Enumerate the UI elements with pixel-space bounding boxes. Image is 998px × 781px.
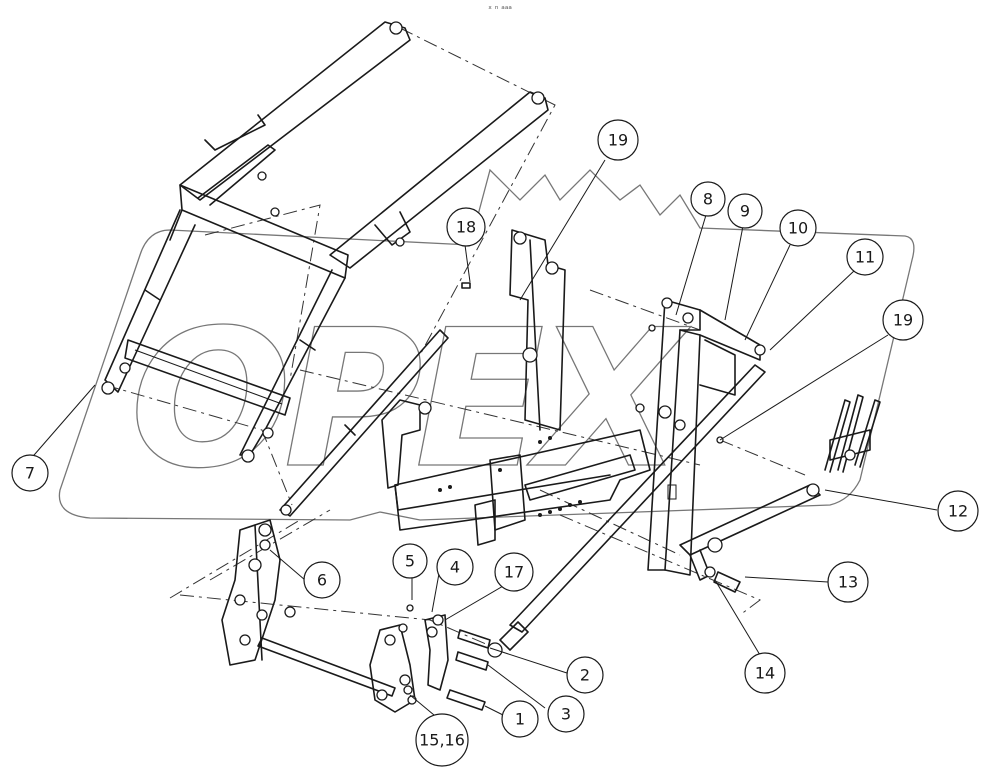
callout-18: 18 — [446, 207, 486, 247]
callout-11-label: 11 — [855, 248, 875, 267]
callout-13-label: 13 — [838, 573, 858, 592]
part-bolt-13 — [704, 566, 741, 593]
callout-8: 8 — [690, 181, 726, 217]
part-boom-frame — [101, 21, 549, 463]
callout-19-top-label: 19 — [608, 131, 628, 150]
watermark: OPEX — [58, 168, 915, 521]
callout-3: 3 — [547, 695, 585, 733]
callout-19-right-label: 19 — [893, 311, 913, 330]
assembly-centerlines — [104, 27, 806, 651]
callout-2: 2 — [566, 656, 604, 694]
callout-6-label: 6 — [317, 571, 327, 590]
callout-4: 4 — [436, 548, 474, 586]
callout-10-label: 10 — [788, 219, 808, 238]
callout-4-label: 4 — [450, 558, 460, 577]
top-mark: ˣ ⁿ ᵃᵃᵃ — [488, 5, 512, 15]
callout-3-label: 3 — [561, 705, 571, 724]
leader-lines — [27, 159, 938, 721]
part-link-bracket-6 — [221, 519, 396, 697]
callout-12-label: 12 — [948, 502, 968, 521]
callout-6: 6 — [303, 561, 341, 599]
callout-15-16: 15,16 — [415, 713, 469, 767]
part-mount-post — [635, 297, 766, 576]
callout-17: 17 — [494, 552, 534, 592]
callout-8-label: 8 — [703, 190, 713, 209]
watermark-text: OPEX — [130, 289, 692, 510]
part-left-cylinder — [279, 329, 449, 517]
callout-2-label: 2 — [580, 666, 590, 685]
callout-19-right: 19 — [882, 299, 924, 341]
callout-18-label: 18 — [456, 218, 476, 237]
part-subframe — [381, 229, 651, 546]
callout-9: 9 — [727, 193, 763, 229]
callout-10: 10 — [779, 209, 817, 247]
callout-9-label: 9 — [740, 202, 750, 221]
callout-1-label: 1 — [515, 710, 525, 729]
watermark-frame — [58, 168, 915, 521]
part-pin-18 — [461, 282, 471, 289]
callout-13: 13 — [827, 561, 869, 603]
callout-1: 1 — [501, 700, 539, 738]
part-link-plates — [369, 604, 491, 713]
callout-14: 14 — [744, 652, 786, 694]
callout-7-label: 7 — [25, 464, 35, 483]
callout-12: 12 — [937, 490, 979, 532]
callout-17-label: 17 — [504, 563, 524, 582]
part-lower-arm — [679, 394, 881, 581]
callout-14-label: 14 — [755, 664, 775, 683]
base-plate-holes — [438, 436, 582, 517]
callout-19-top: 19 — [597, 119, 639, 161]
part-lift-cylinder — [487, 364, 766, 658]
callout-5: 5 — [392, 543, 428, 579]
callout-15-16-label: 15,16 — [419, 731, 465, 750]
callout-5-label: 5 — [405, 552, 415, 571]
callout-11: 11 — [846, 238, 884, 276]
callout-7: 7 — [11, 454, 49, 492]
